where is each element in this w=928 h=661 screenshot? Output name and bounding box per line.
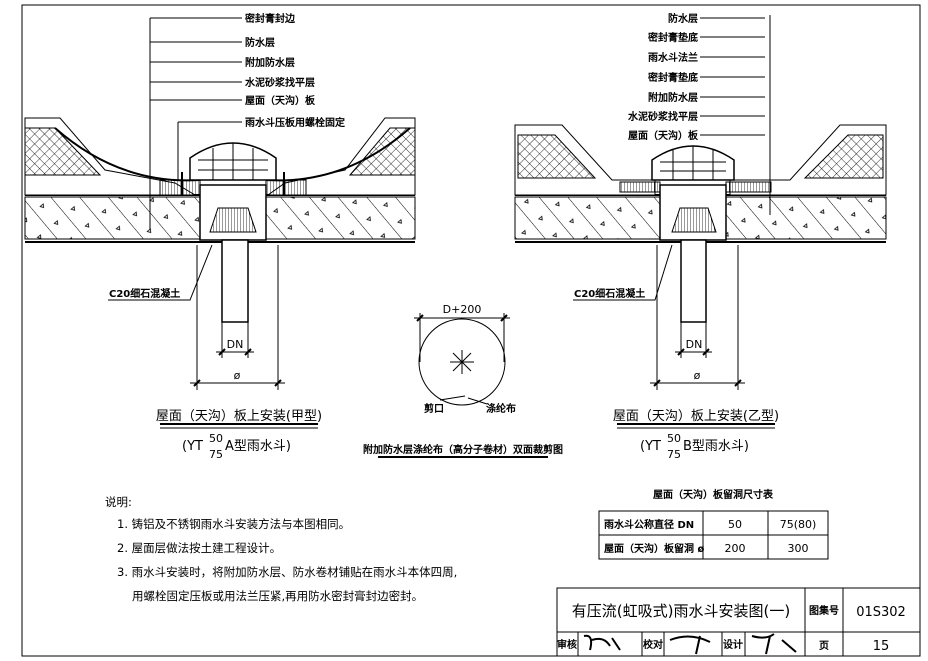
table-caption: 屋面（天沟）板留洞尺寸表 [653,488,774,501]
notes: 说明: 1. 铸铝及不锈钢雨水斗安装方法与本图相同。 2. 屋面层做法按土建工程… [105,495,457,603]
callout-label: 雨水斗法兰 [648,51,698,64]
callout-label: 密封膏垫底 [648,71,698,84]
svg-text:75: 75 [209,448,223,461]
callout-label: 密封膏垫底 [648,31,698,44]
dim-dn: DN [686,338,703,351]
right-callout-labels: 防水层 密封膏垫底 雨水斗法兰 密封膏垫底 附加防水层 水泥砂浆找平层 屋面（天… [627,12,699,142]
sheet-frame [21,4,921,657]
callout-label: 防水层 [245,36,275,49]
title-block: 有压流(虹吸式)雨水斗安装图(一) 图集号 01S302 审核 校对 设计 页 … [556,587,921,657]
callout-label: 附加防水层 [245,56,295,69]
callout-label: 附加防水层 [648,91,698,104]
svg-text:(YT: (YT [182,439,203,454]
atlas-number: 01S302 [856,605,906,620]
note-item: 2. 屋面层做法按土建工程设计。 [117,541,281,555]
left-section-drawing [24,17,416,429]
atlas-label: 图集号 [809,604,839,617]
svg-text:75: 75 [667,448,681,461]
dim-phi: ø [234,369,241,382]
note-item: 用螺栓固定压板或用法兰压紧,再用防水密封膏封边密封。 [132,589,423,603]
table-cell: 50 [728,518,742,531]
cut-dim: D+200 [443,303,482,316]
concrete-label: C20细石混凝土 [109,287,180,300]
callout-label: 水泥砂浆找平层 [244,76,315,89]
page-label: 页 [819,640,829,652]
signatures [583,633,797,655]
svg-text:A型雨水斗): A型雨水斗) [225,439,291,454]
cut-label: 剪口 [424,402,444,415]
design-label: 设计 [723,638,743,651]
section-subtitle: (YT 50 75 B型雨水斗) [640,432,749,461]
callout-label: 水泥砂浆找平层 [627,110,698,123]
svg-text:50: 50 [209,432,223,445]
dimension-table: 雨水斗公称直径 DN 50 75(80) 屋面（天沟）板留洞 ø 200 300 [598,510,829,560]
right-section-drawing [514,15,887,429]
cut-caption: 附加防水层涤纶布（高分子卷材）双面裁剪图 [363,443,563,456]
notes-heading: 说明: [105,495,132,509]
page-number: 15 [873,639,890,654]
svg-text:B型雨水斗): B型雨水斗) [683,439,749,454]
cloth-label: 涤纶布 [486,402,516,415]
dim-dn: DN [227,338,244,351]
section-title: 屋面（天沟）板上安装(乙型) [613,409,779,424]
note-item: 3. 雨水斗安装时，将附加防水层、防水卷材铺贴在雨水斗本体四周, [117,565,457,579]
note-item: 1. 铸铝及不锈钢雨水斗安装方法与本图相同。 [117,517,350,531]
table-cell: 雨水斗公称直径 DN [604,518,694,531]
cut-diagram [378,313,548,458]
dim-phi: ø [694,369,701,382]
section-title: 屋面（天沟）板上安装(甲型) [156,409,322,424]
svg-text:(YT: (YT [640,439,661,454]
concrete-label: C20细石混凝土 [574,287,645,300]
callout-label: 屋面（天沟）板 [628,129,699,142]
callout-label: 防水层 [668,12,698,25]
table-cell: 75(80) [780,518,817,531]
review-label: 审核 [557,638,577,651]
callout-label: 雨水斗压板用螺栓固定 [245,116,345,129]
callout-label: 密封膏封边 [245,12,296,25]
svg-text:50: 50 [667,432,681,445]
section-subtitle: (YT 50 75 A型雨水斗) [182,432,291,461]
left-callout-labels: 密封膏封边 防水层 附加防水层 水泥砂浆找平层 屋面（天沟）板 雨水斗压板用螺栓… [244,12,345,129]
table-cell: 屋面（天沟）板留洞 ø [604,542,704,555]
table-cell: 200 [725,542,746,555]
callout-label: 屋面（天沟）板 [245,94,316,107]
check-label: 校对 [643,638,663,651]
table-cell: 300 [788,542,809,555]
drawing-title: 有压流(虹吸式)雨水斗安装图(一) [572,602,790,620]
